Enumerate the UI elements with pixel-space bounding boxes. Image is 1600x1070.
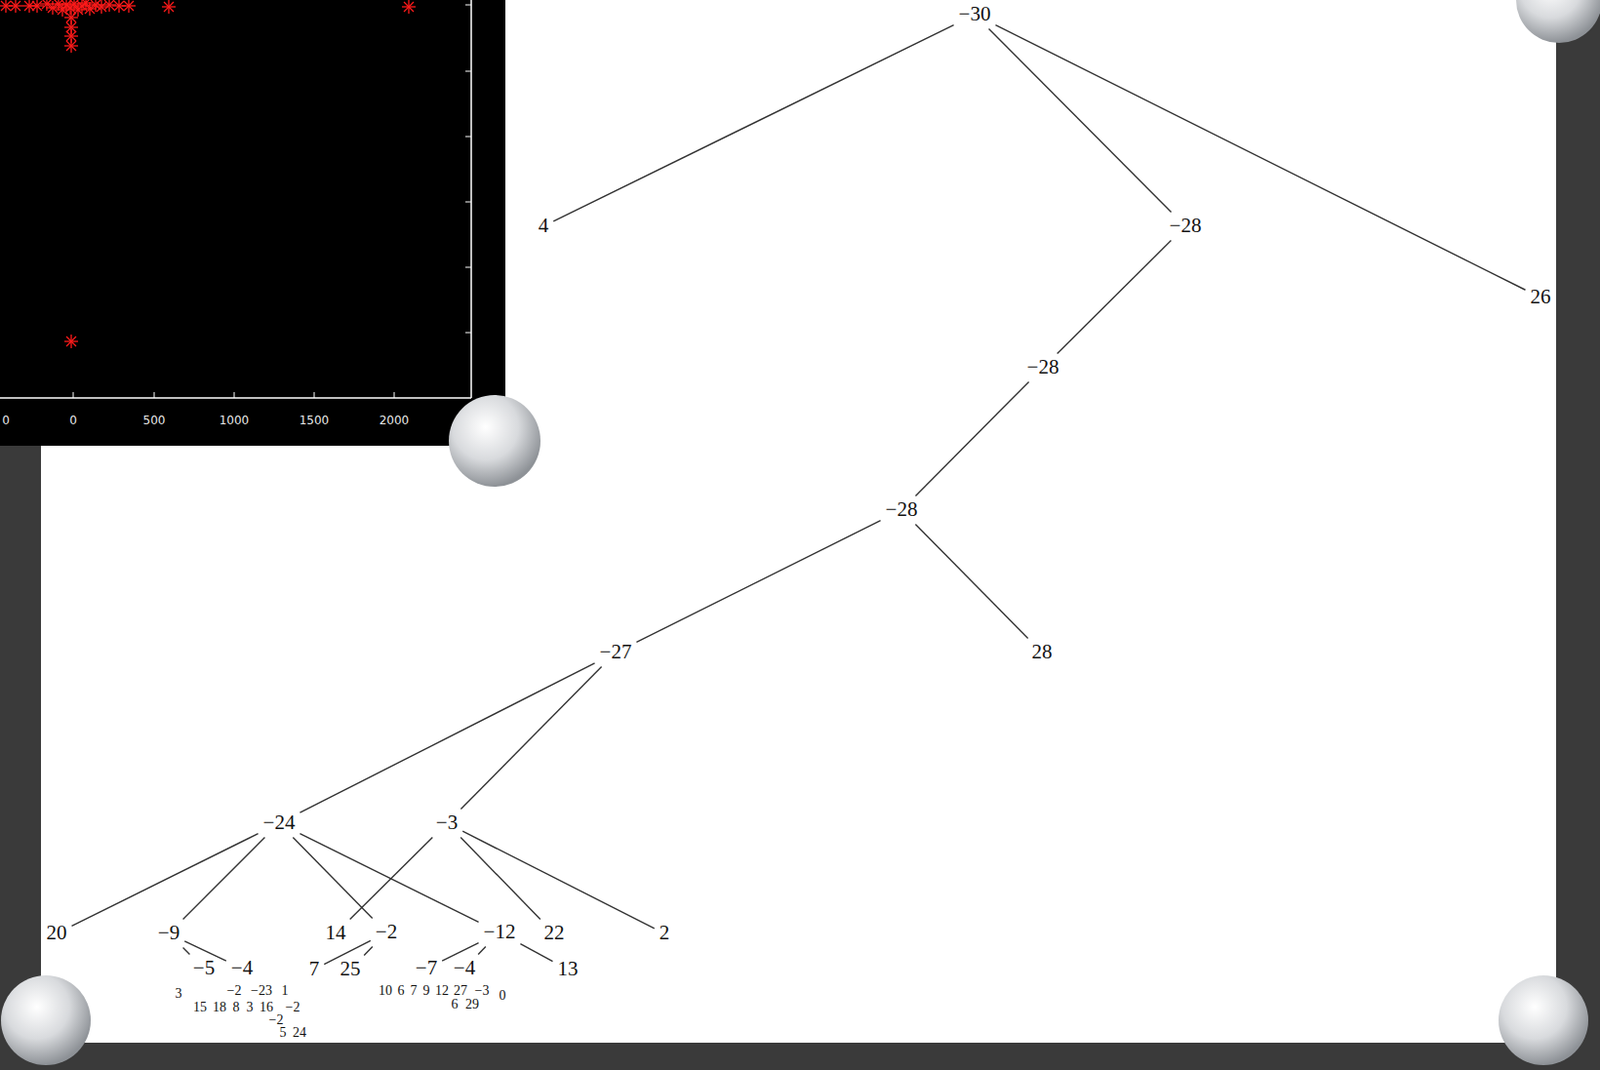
node-value: −30	[959, 1, 992, 26]
node-value: −28	[885, 497, 919, 521]
leaf-value: −3	[475, 984, 490, 999]
node-value: −2	[375, 920, 398, 944]
leaf-value: 15	[193, 1000, 207, 1015]
tree-node: 7	[307, 958, 322, 981]
tree-node: −28	[1167, 214, 1204, 238]
node-value: 20	[46, 920, 68, 945]
tree-edge	[553, 25, 954, 222]
tree-node: −7	[413, 957, 440, 980]
axis-tick-label: 1500	[299, 414, 330, 427]
leaf-value: 10	[378, 984, 393, 999]
node-value: 4	[538, 213, 550, 238]
tree-edge	[462, 831, 655, 929]
tree-node: −9	[156, 921, 182, 945]
node-value: 14	[325, 920, 347, 945]
leaf-value: 29	[465, 998, 480, 1012]
node-value: 22	[544, 920, 565, 945]
axis-tick-label: 2000	[379, 414, 410, 427]
node-value: −27	[600, 640, 633, 664]
tree-edge	[299, 663, 595, 813]
axis-tick-label: 0	[1, 414, 10, 427]
node-value: −3	[436, 810, 458, 835]
tree-edge	[299, 834, 479, 923]
leaf-value: 8	[233, 1000, 240, 1015]
node-value: 13	[558, 957, 579, 981]
leaf-value: 7	[410, 984, 418, 999]
tree-node: −28	[883, 498, 920, 521]
leaf-value: 27	[453, 984, 468, 999]
tree-edge	[1057, 240, 1172, 355]
node-value: −4	[453, 956, 476, 980]
tree-edge	[636, 520, 880, 643]
tree-node: 28	[1030, 640, 1055, 664]
node-value: 2	[659, 920, 671, 945]
tree-node: −27	[598, 640, 635, 664]
tree-edge	[995, 25, 1525, 291]
tree-node: −12	[481, 920, 519, 944]
tree-node: 14	[323, 921, 349, 945]
tree-edge	[478, 947, 486, 956]
leaf-value: 3	[175, 987, 183, 1001]
leaf-value: 24	[292, 1026, 307, 1040]
node-value: 26	[1530, 284, 1552, 309]
tree-edge	[988, 29, 1171, 213]
node-value: 25	[340, 957, 361, 981]
node-value: 7	[309, 957, 320, 981]
tree-edge	[350, 838, 434, 920]
leaf-value: 18	[212, 1000, 227, 1015]
tree-node: 2	[657, 921, 673, 945]
node-value: −7	[415, 956, 438, 980]
leaf-value: 5	[280, 1026, 287, 1040]
node-value: −24	[263, 810, 296, 835]
tree-node: −28	[1025, 356, 1062, 379]
tree-node: −4	[229, 957, 255, 980]
leaf-value: −23	[250, 984, 273, 999]
leaf-value: −2	[227, 984, 242, 999]
tree-node: −30	[957, 2, 994, 26]
tree-edge	[363, 947, 373, 957]
tree-edge	[183, 948, 191, 956]
tree-edge	[72, 834, 259, 927]
node-value: 28	[1032, 640, 1053, 664]
leaf-value: 6	[398, 984, 405, 999]
tree-node: 4	[536, 214, 552, 238]
tree-edge	[183, 838, 266, 920]
tree-node: −5	[191, 957, 217, 980]
tree-node: −24	[261, 811, 298, 835]
tree-edge	[915, 524, 1028, 640]
scatter-plot	[0, 0, 506, 446]
tree-node: 22	[542, 921, 567, 945]
tree-node: −4	[451, 957, 478, 980]
leaf-value: 1	[281, 984, 289, 999]
node-value: −9	[158, 920, 180, 945]
tree-edge	[460, 667, 601, 810]
tree-node: 26	[1528, 285, 1554, 309]
node-value: −28	[1169, 213, 1202, 238]
node-value: −4	[231, 956, 253, 980]
tree-node: 20	[44, 921, 70, 945]
leaf-value: 12	[435, 984, 449, 999]
node-value: −5	[193, 956, 215, 980]
tree-node: 13	[556, 958, 581, 981]
leaf-value: 0	[499, 989, 507, 1003]
leaf-value: −2	[285, 1000, 301, 1015]
leaf-value: 3	[246, 1000, 254, 1015]
node-value: −28	[1027, 355, 1060, 379]
axis-tick-label: 0	[69, 414, 78, 427]
tree-edge	[915, 382, 1029, 497]
axis-tick-label: 1000	[219, 414, 250, 427]
leaf-value: 16	[259, 1000, 274, 1015]
leaf-value: −2	[269, 1013, 284, 1028]
node-value: −12	[483, 920, 517, 944]
tree-node: −3	[434, 811, 460, 835]
tree-node: 25	[338, 958, 363, 981]
leaf-value: 9	[423, 984, 431, 999]
tree-edge	[520, 944, 553, 962]
tree-node: −2	[373, 920, 400, 944]
leaf-value: 6	[451, 998, 459, 1012]
axis-tick-label: 500	[143, 414, 166, 427]
